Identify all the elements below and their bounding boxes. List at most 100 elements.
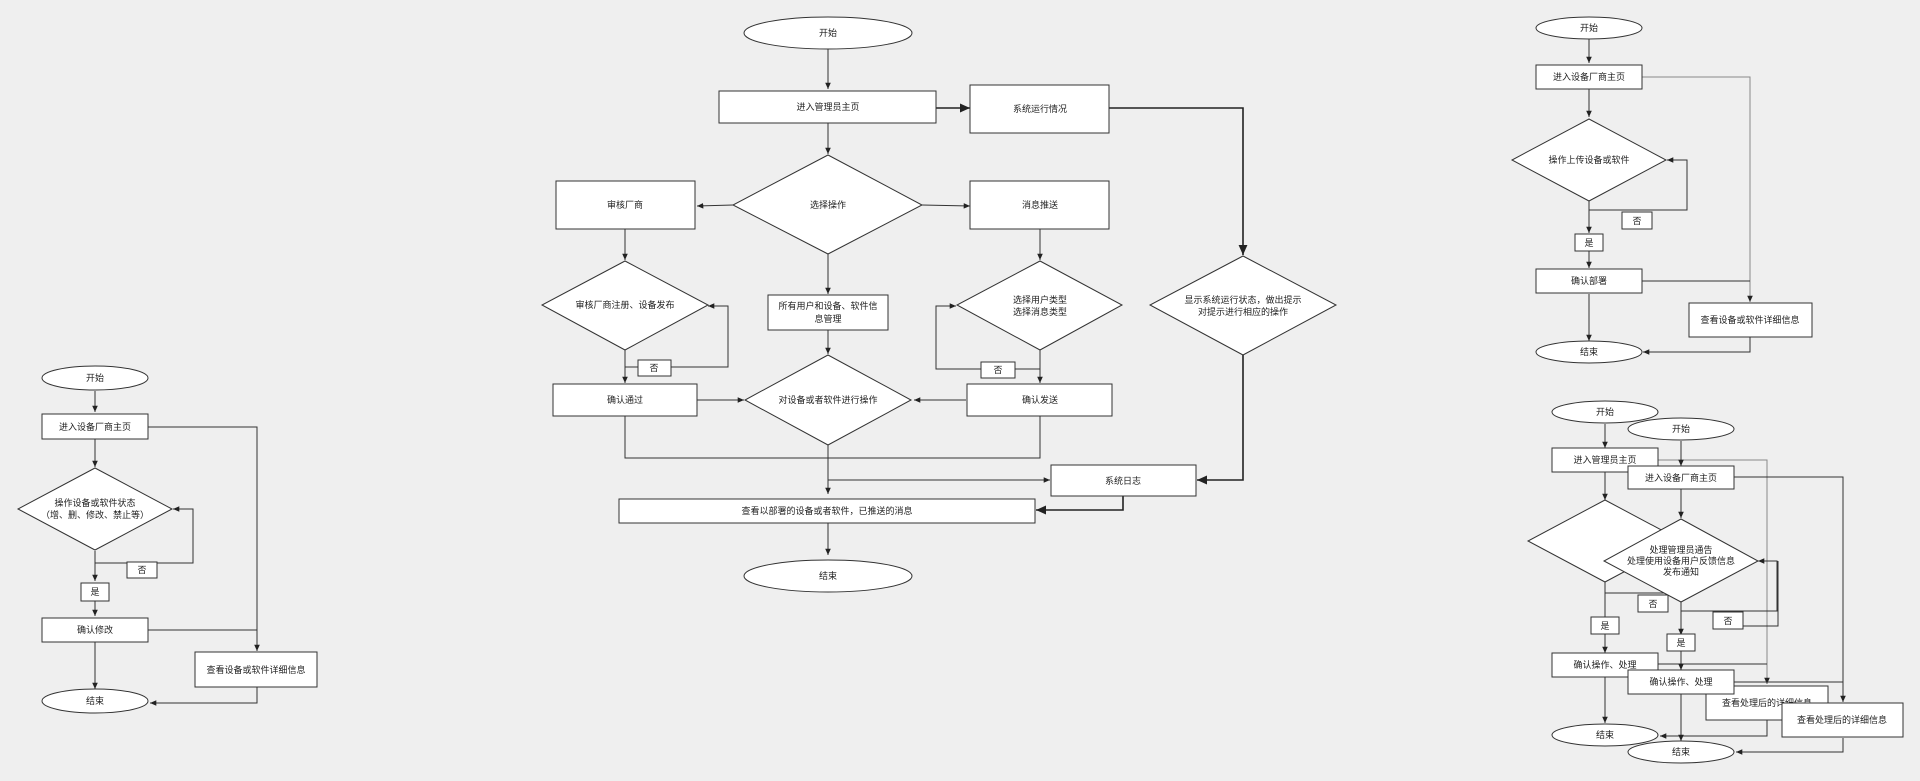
main-audit-check-label: 审核厂商注册、设备发布 [575,299,674,311]
main-sys-status-label: 系统运行情况 [1013,103,1067,115]
main-show-status-line-1: 显示系统运行状态，做出提示 [1184,294,1301,306]
main-view-all-node [618,498,1036,524]
main-start-label: 开始 [819,27,837,39]
left-operate-status-line-1: 操作设备或软件状态 [54,497,135,509]
left-confirm-modify-node [41,617,149,643]
main-manage-all-line-1: 所有用户和设备、软件信 [778,300,877,312]
brb-start-label: 开始 [1672,423,1690,435]
tr-start-label: 开始 [1580,22,1598,34]
main-sys-log-label: 系统日志 [1105,475,1141,487]
vendor-status-flowchart: 开始 进入设备厂商主页 操作设备或软件状态 （增、删、修改、禁止等） 否 是 确… [16,365,318,714]
left-vendor-home-label: 进入设备厂商主页 [59,421,131,433]
brb-no-label-box [1712,611,1744,630]
brb-vendor-home-node [1627,465,1735,490]
main-confirm-send-node [966,383,1113,417]
main-end-node [743,559,913,593]
bra-confirm-label: 确认操作、处理 [1573,659,1636,671]
main-end-label: 结束 [819,570,837,582]
bra-no-label-box [1637,594,1669,613]
brb-end-node [1627,740,1735,764]
left-no-label-box [126,561,158,579]
main-no-label-1: 否 [649,363,658,374]
main-choose-decision [731,154,924,255]
brb-process-line-3: 发布通知 [1663,566,1699,578]
main-choose-type-decision [955,260,1124,351]
bra-start-node [1551,400,1659,424]
tr-yes-label: 是 [1584,238,1593,249]
brb-process-line-1: 处理管理员通告 [1649,544,1712,556]
tr-yes-label-box [1574,233,1604,252]
tr-upload-label: 操作上传设备或软件 [1548,154,1629,166]
main-sys-log-node [1050,464,1197,497]
main-sys-status-node [969,84,1110,134]
left-start-label: 开始 [86,372,104,384]
main-admin-home-node [718,90,937,124]
left-end-node [41,688,149,714]
brb-detail-node [1781,702,1904,738]
left-operate-status-decision [16,467,174,551]
overlapping-process-flowcharts: 开始 进入管理员主页 否 是 确认操作、处理 查看处理后的详细信息 结束 开始 … [1526,400,1904,764]
main-no-label-box-2 [980,361,1016,379]
left-operate-status-line-2: （增、删、修改、禁止等） [41,509,149,521]
brb-vendor-home-label: 进入设备厂商主页 [1645,472,1717,484]
main-no-label-box-1 [637,359,672,377]
bra-start-label: 开始 [1596,406,1614,418]
brb-no-label: 否 [1723,616,1732,627]
brb-process-line-2: 处理使用设备用户反馈信息 [1627,555,1735,567]
brb-start-node [1627,417,1735,441]
main-message-node [969,180,1110,230]
tr-confirm-deploy-node [1535,268,1643,294]
left-yes-label-box [80,582,110,602]
main-choose-type-line-1: 选择用户类型 [1013,294,1067,306]
tr-confirm-deploy-label: 确认部署 [1571,275,1607,287]
main-audit-check-decision [540,260,710,351]
left-start-node [41,365,149,391]
brb-confirm-node [1627,669,1735,695]
main-operate-decision [743,354,913,446]
bra-admin-home-label: 进入管理员主页 [1573,454,1636,466]
brb-detail-label: 查看处理后的详细信息 [1797,714,1887,726]
left-view-detail-node [194,651,318,688]
main-flowchart: 开始 进入管理员主页 系统运行情况 选择操作 审核厂商 消息推送 审核厂商注册、… [540,16,1338,593]
brb-yes-label-box [1666,633,1696,652]
main-confirm-pass-label: 确认通过 [607,394,643,406]
brb-yes-label: 是 [1676,638,1685,649]
left-vendor-home-node [41,413,149,440]
tr-end-node [1535,340,1643,364]
main-audit-node [555,180,696,230]
left-view-detail-label: 查看设备或软件详细信息 [206,664,305,676]
main-message-label: 消息推送 [1022,199,1058,211]
bra-end-node [1551,723,1659,747]
tr-no-label-box [1621,211,1653,230]
bra-yes-label-box [1590,616,1620,635]
main-show-status-decision [1148,255,1338,356]
vendor-upload-flowchart: 开始 进入设备厂商主页 操作上传设备或软件 否 是 确认部署 查看设备或软件详细… [1510,16,1813,364]
tr-end-label: 结束 [1580,346,1598,358]
main-audit-label: 审核厂商 [607,199,643,211]
brb-end-label: 结束 [1672,746,1690,758]
main-choose-label: 选择操作 [810,199,846,211]
tr-vendor-home-label: 进入设备厂商主页 [1553,71,1625,83]
main-show-status-line-2: 对提示进行相应的操作 [1198,306,1288,318]
left-confirm-modify-label: 确认修改 [77,624,113,636]
left-end-label: 结束 [86,695,104,707]
tr-no-label: 否 [1632,216,1641,227]
main-no-label-2: 否 [993,365,1002,376]
left-no-label: 否 [137,565,146,576]
tr-view-detail-node [1688,302,1813,338]
main-manage-all-line-2: 息管理 [814,313,841,325]
main-choose-type-line-2: 选择消息类型 [1013,306,1067,318]
main-operate-label: 对设备或者软件进行操作 [778,394,877,406]
main-admin-home-label: 进入管理员主页 [796,101,859,113]
main-confirm-send-label: 确认发送 [1022,394,1058,406]
bra-end-label: 结束 [1596,729,1614,741]
brb-process-decision [1602,518,1760,603]
main-view-all-label: 查看以部署的设备或者软件，已推送的消息 [741,505,912,517]
tr-view-detail-label: 查看设备或软件详细信息 [1700,314,1799,326]
bra-no-label: 否 [1648,599,1657,610]
bra-yes-label: 是 [1600,621,1609,632]
tr-vendor-home-node [1535,64,1643,90]
tr-upload-decision [1510,118,1668,202]
main-confirm-pass-node [552,383,698,417]
